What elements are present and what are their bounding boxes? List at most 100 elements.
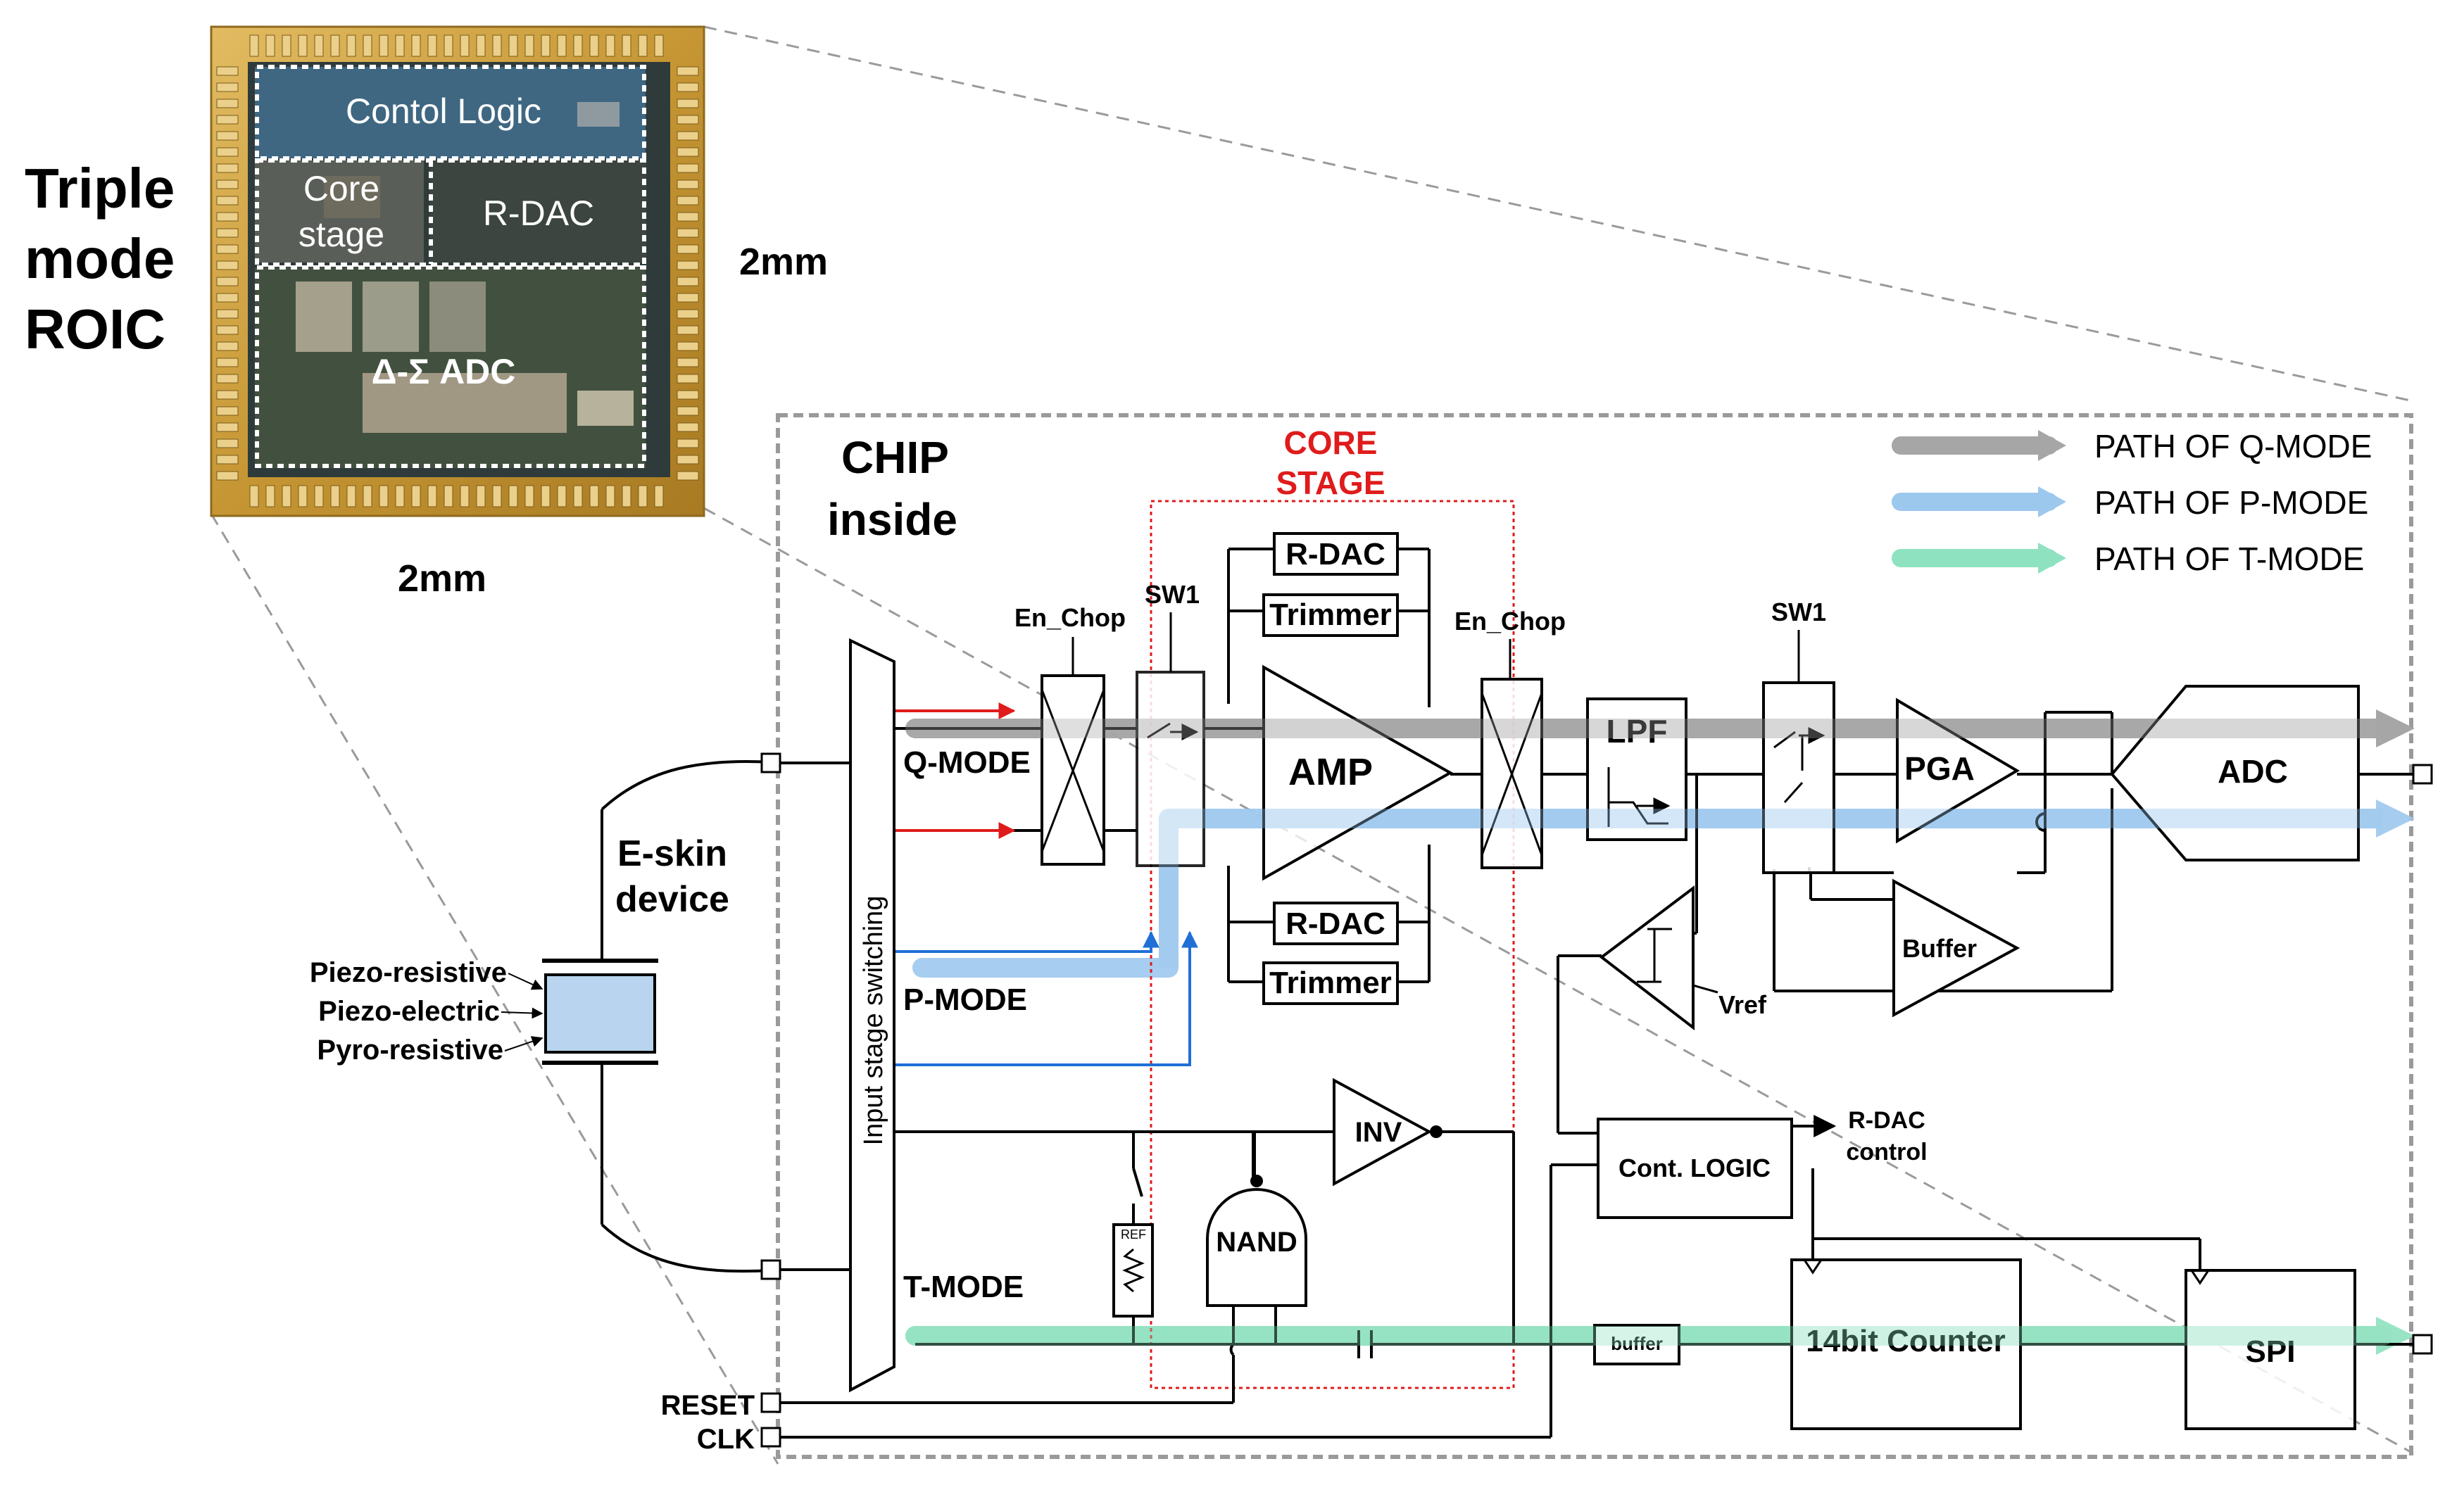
sw1-core: SW1 <box>1136 580 1205 867</box>
die-label-core-2: stage <box>298 215 384 254</box>
bond-pad <box>541 34 551 57</box>
legend-item-p: PATH OF P-MODE <box>1892 484 2368 521</box>
svg-text:ROIC: ROIC <box>25 298 165 360</box>
bond-pad <box>346 34 356 57</box>
bond-pad <box>216 244 239 254</box>
bond-pad <box>216 471 239 481</box>
svg-text:E-skin: E-skin <box>617 833 727 874</box>
svg-text:AMP: AMP <box>1288 751 1373 793</box>
pga: PGA <box>1896 697 2020 844</box>
bond-pad <box>622 485 631 507</box>
bond-pad <box>330 34 340 57</box>
bond-pad <box>411 34 421 57</box>
bond-pad <box>216 455 239 465</box>
bond-pad <box>282 485 291 507</box>
bond-pad <box>427 485 437 507</box>
bond-pad <box>460 485 470 507</box>
bond-pad <box>476 34 486 57</box>
bond-pad <box>216 179 239 189</box>
bond-pad <box>677 147 699 157</box>
bond-pad <box>216 293 239 303</box>
bond-pad <box>573 485 583 507</box>
svg-text:Triple: Triple <box>25 157 175 220</box>
svg-text:CORE: CORE <box>1284 424 1378 461</box>
sw1-output: SW1 <box>1762 598 1835 874</box>
bond-pad <box>216 260 239 270</box>
bond-pad <box>265 34 275 57</box>
legend-item-q: PATH OF Q-MODE <box>1892 428 2372 465</box>
bond-pad <box>677 260 699 270</box>
e-skin-element <box>544 973 656 1054</box>
page-title: Triple mode ROIC <box>25 157 175 360</box>
bond-pad <box>677 341 699 351</box>
sensor-type-labels: Piezo-resistive Piezo-electric Pyro-resi… <box>310 957 543 1066</box>
bond-pad <box>216 406 239 416</box>
svg-text:PATH OF T-MODE: PATH OF T-MODE <box>2094 541 2364 577</box>
svg-text:En_Chop: En_Chop <box>1014 603 1126 632</box>
capacitor <box>1357 1330 1373 1358</box>
clk-pin-label: CLK <box>697 1424 755 1455</box>
bond-pad <box>216 277 239 286</box>
output-pads <box>2412 764 2433 1355</box>
bond-pad <box>605 485 615 507</box>
bond-pad <box>677 471 699 481</box>
mode-labels: Q-MODE P-MODE T-MODE <box>903 745 1031 1304</box>
bond-pad <box>216 147 239 157</box>
q-mode-input-lines <box>894 702 1016 839</box>
die-label-control-logic: Contol Logic <box>346 91 541 131</box>
svg-text:Piezo-electric: Piezo-electric <box>318 996 500 1027</box>
pad-row-top <box>216 34 699 507</box>
bond-pad <box>573 34 583 57</box>
svg-text:Pyro-resistive: Pyro-resistive <box>317 1035 503 1066</box>
svg-text:PGA: PGA <box>1904 750 1975 787</box>
bond-pad <box>216 341 239 351</box>
bond-pad <box>216 325 239 335</box>
bond-pad <box>216 309 239 319</box>
e-skin-label: E-skin device <box>615 833 729 920</box>
bond-pad <box>541 485 551 507</box>
bond-pad <box>638 485 648 507</box>
bond-pad <box>363 485 372 507</box>
bond-pad <box>346 485 356 507</box>
bond-pad <box>677 131 699 141</box>
die-label-core-1: Core <box>303 169 379 208</box>
feedback-rdac-bottom: R-DAC <box>1273 902 1399 945</box>
svg-text:REF: REF <box>1121 1227 1146 1242</box>
bond-pad <box>444 34 453 57</box>
counter-block: 14bit Counter <box>1790 1258 2022 1430</box>
svg-text:LPF: LPF <box>1607 713 1668 750</box>
svg-text:Input stage switching: Input stage switching <box>859 896 888 1146</box>
bond-pad <box>677 293 699 303</box>
svg-text:SW1: SW1 <box>1771 598 1826 626</box>
bond-pad <box>330 485 340 507</box>
bond-pad <box>216 66 239 76</box>
bond-pad <box>282 34 291 57</box>
control-logic-block: Cont. LOGIC <box>1597 1118 1793 1219</box>
svg-text:Piezo-resistive: Piezo-resistive <box>310 957 507 988</box>
bond-pad <box>379 485 389 507</box>
feedback-trimmer-bottom: Trimmer <box>1262 961 1399 1005</box>
svg-text:R-DAC: R-DAC <box>1286 907 1385 941</box>
bond-pad <box>677 163 699 173</box>
bond-pad <box>395 34 405 57</box>
chopper-2: En_Chop <box>1454 607 1566 869</box>
bond-pad <box>557 34 567 57</box>
bond-pad <box>216 438 239 448</box>
bond-pad <box>508 485 518 507</box>
bond-pad <box>216 115 239 125</box>
svg-text:INV: INV <box>1355 1117 1402 1148</box>
bond-pad <box>677 309 699 319</box>
input-stage-mux: Input stage switching <box>849 638 895 1393</box>
reference-resistor: REF <box>1112 1223 1154 1318</box>
bond-pad <box>444 485 453 507</box>
bond-pad <box>508 34 518 57</box>
rdac-control-label: R-DAC control <box>1846 1107 1927 1166</box>
bond-pad <box>622 34 631 57</box>
svg-text:STAGE: STAGE <box>1276 465 1385 501</box>
bond-pad <box>265 485 275 507</box>
svg-text:inside: inside <box>827 494 957 545</box>
bond-pad <box>216 212 239 222</box>
svg-text:Buffer: Buffer <box>1902 934 1977 963</box>
adc: ADC <box>2110 685 2360 861</box>
svg-text:CHIP: CHIP <box>841 432 949 483</box>
